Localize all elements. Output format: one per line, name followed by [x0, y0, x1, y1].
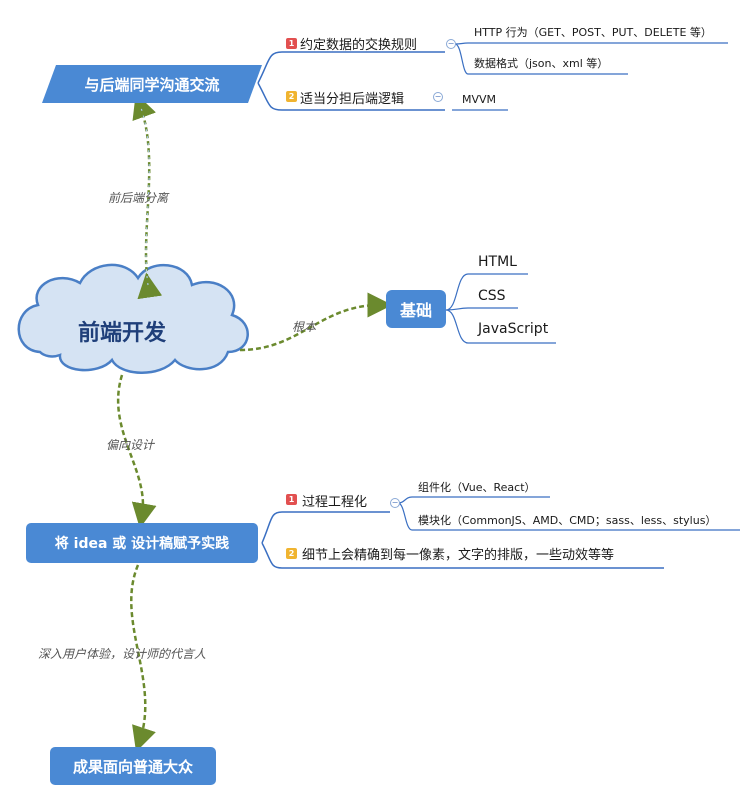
priority-1-badge: 1	[286, 494, 297, 505]
collapse-icon[interactable]: −	[446, 39, 456, 49]
middle-link-dashed	[116, 374, 157, 529]
right-edge-label: 根本	[292, 320, 317, 334]
priority-2-badge: 2	[286, 91, 297, 102]
top-child-2-label[interactable]: 适当分担后端逻辑	[300, 92, 405, 107]
priority-2-badge: 2	[286, 548, 297, 559]
right-child-html[interactable]: HTML	[478, 254, 517, 270]
right-child-javascript[interactable]: JavaScript	[478, 321, 549, 337]
middle-child-1-sub-2[interactable]: 模块化（CommonJS、AMD、CMD；sass、less、stylus）	[418, 514, 717, 527]
top-node[interactable]: 与后端同学沟通交流	[42, 65, 262, 103]
collapse-icon[interactable]: −	[433, 92, 443, 102]
middle-child-1-label[interactable]: 过程工程化	[302, 495, 368, 510]
top-edge-label: 前后端分离	[108, 191, 169, 205]
top-node-shape	[42, 65, 262, 103]
middle-child-1-sub-1[interactable]: 组件化（Vue、React）	[418, 481, 536, 494]
middle-edge-label: 偏向设计	[106, 438, 155, 452]
center-node-label[interactable]: 前端开发	[78, 321, 167, 346]
top-branch-connector	[257, 51, 283, 111]
bottom-node[interactable]: 成果面向普通大众	[50, 747, 216, 785]
top-child-1-sub-1[interactable]: HTTP 行为（GET、POST、PUT、DELETE 等）	[474, 26, 712, 39]
bottom-edge-label: 深入用户体验，设计师的代言人	[38, 647, 207, 661]
middle-node[interactable]: 将 idea 或 设计稿赋予实践	[26, 523, 258, 563]
top-child-1-sub-2[interactable]: 数据格式（json、xml 等）	[474, 57, 609, 70]
right-link-dashed	[239, 292, 393, 352]
top-node-label: 与后端同学沟通交流	[84, 75, 220, 94]
right-node[interactable]: 基础	[386, 290, 446, 328]
top-child-1-label[interactable]: 约定数据的交换规则	[300, 38, 418, 53]
middle-child-2-label[interactable]: 细节上会精确到每一像素，文字的排版，一些动效等等	[302, 548, 615, 563]
priority-1-badge: 1	[286, 38, 297, 49]
center-cloud-shape	[17, 263, 249, 374]
bottom-link-dashed	[130, 564, 156, 752]
top-child-2-sub-1[interactable]: MVVM	[462, 93, 497, 106]
right-child-css[interactable]: CSS	[478, 288, 506, 304]
collapse-icon[interactable]: −	[390, 498, 400, 508]
